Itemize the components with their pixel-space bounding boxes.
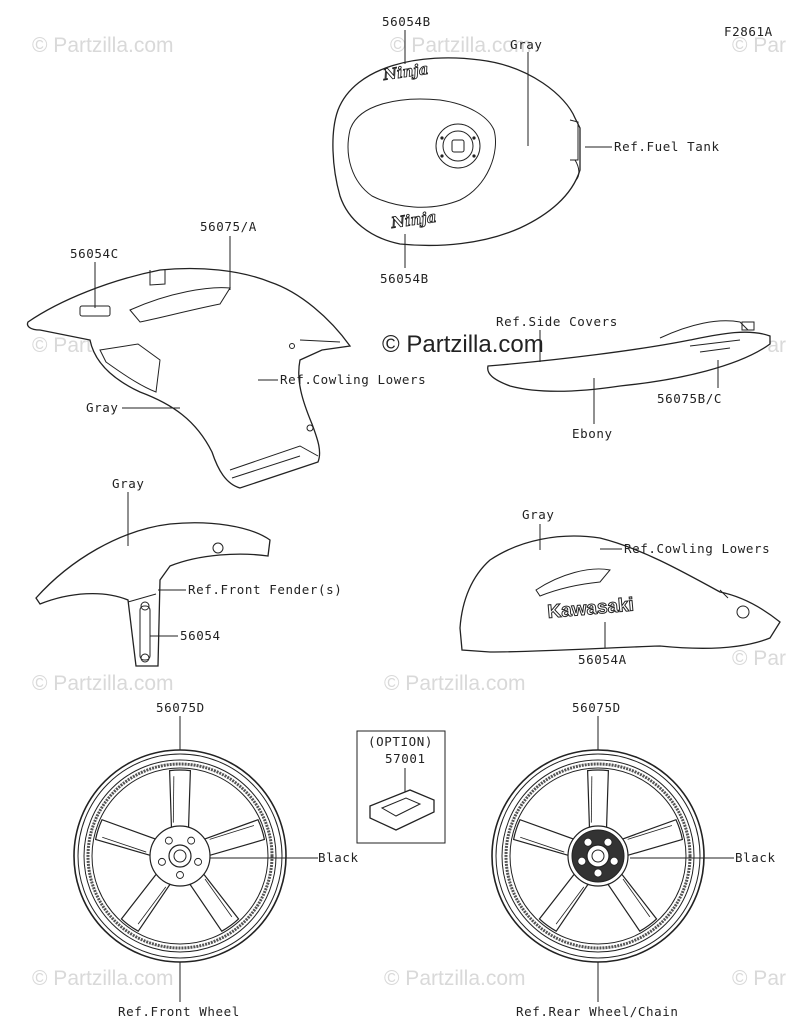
front-wheel-ref-label: Ref.Front Wheel: [118, 1004, 240, 1019]
fuel-tank-ref-label: Ref.Fuel Tank: [614, 139, 720, 154]
part-label-56054b-bottom: 56054B: [380, 271, 429, 286]
front-wheel-color-label: Black: [318, 850, 359, 865]
watermark: © Partzilla.com: [32, 967, 174, 990]
watermark: © Par: [732, 34, 786, 57]
rear-wheel: [491, 749, 705, 963]
cowl-lower-left: [26, 267, 352, 489]
cowling-lowers-ref-label-1: Ref.Cowling Lowers: [280, 372, 426, 387]
side-covers-ref-label: Ref.Side Covers: [496, 314, 618, 329]
part-label-56075d-front: 56075D: [156, 700, 205, 715]
part-label-56054c: 56054C: [70, 246, 119, 261]
rear-wheel-ref-label: Ref.Rear Wheel/Chain: [516, 1004, 679, 1019]
watermark: © Par: [732, 967, 786, 990]
fuel-tank: Ninja Ninja: [332, 57, 581, 247]
option-part-drawing: [369, 789, 435, 831]
watermark: © Partzilla.com: [32, 672, 174, 695]
front-fender: [35, 522, 271, 667]
part-label-57001: 57001: [385, 751, 426, 766]
front-fender-ref-label: Ref.Front Fender(s): [188, 582, 342, 597]
watermark: © Partzilla.com: [390, 34, 532, 57]
watermark: © Partzilla.com: [32, 34, 174, 57]
watermark-center: © Partzilla.com: [382, 331, 544, 358]
part-label-56054b-top: 56054B: [382, 14, 431, 29]
fender-color-label: Gray: [112, 476, 145, 491]
watermark: © Par: [732, 647, 786, 670]
rear-wheel-color-label: Black: [735, 850, 776, 865]
part-label-56054: 56054: [180, 628, 221, 643]
front-wheel: [73, 749, 287, 963]
option-box: (OPTION) 57001: [356, 730, 446, 844]
watermark: © Partzilla.com: [384, 672, 526, 695]
cowl-color-label: Gray: [86, 400, 119, 415]
cowl-lower-right: Kawasaki: [459, 535, 781, 653]
part-label-56075a: 56075/A: [200, 219, 257, 234]
lower-color-label: Gray: [522, 507, 555, 522]
tank-color-label: Gray: [510, 37, 543, 52]
part-label-56075d-rear: 56075D: [572, 700, 621, 715]
part-label-56075bc: 56075B/C: [657, 391, 722, 406]
side-cover: [487, 320, 771, 392]
figure-id: F2861A: [724, 24, 773, 39]
cowling-lowers-ref-label-2: Ref.Cowling Lowers: [624, 541, 770, 556]
side-color-label: Ebony: [572, 426, 613, 441]
watermark: © Partzilla.com: [384, 967, 526, 990]
option-label: (OPTION): [368, 734, 433, 749]
part-label-56054a: 56054A: [578, 652, 627, 667]
